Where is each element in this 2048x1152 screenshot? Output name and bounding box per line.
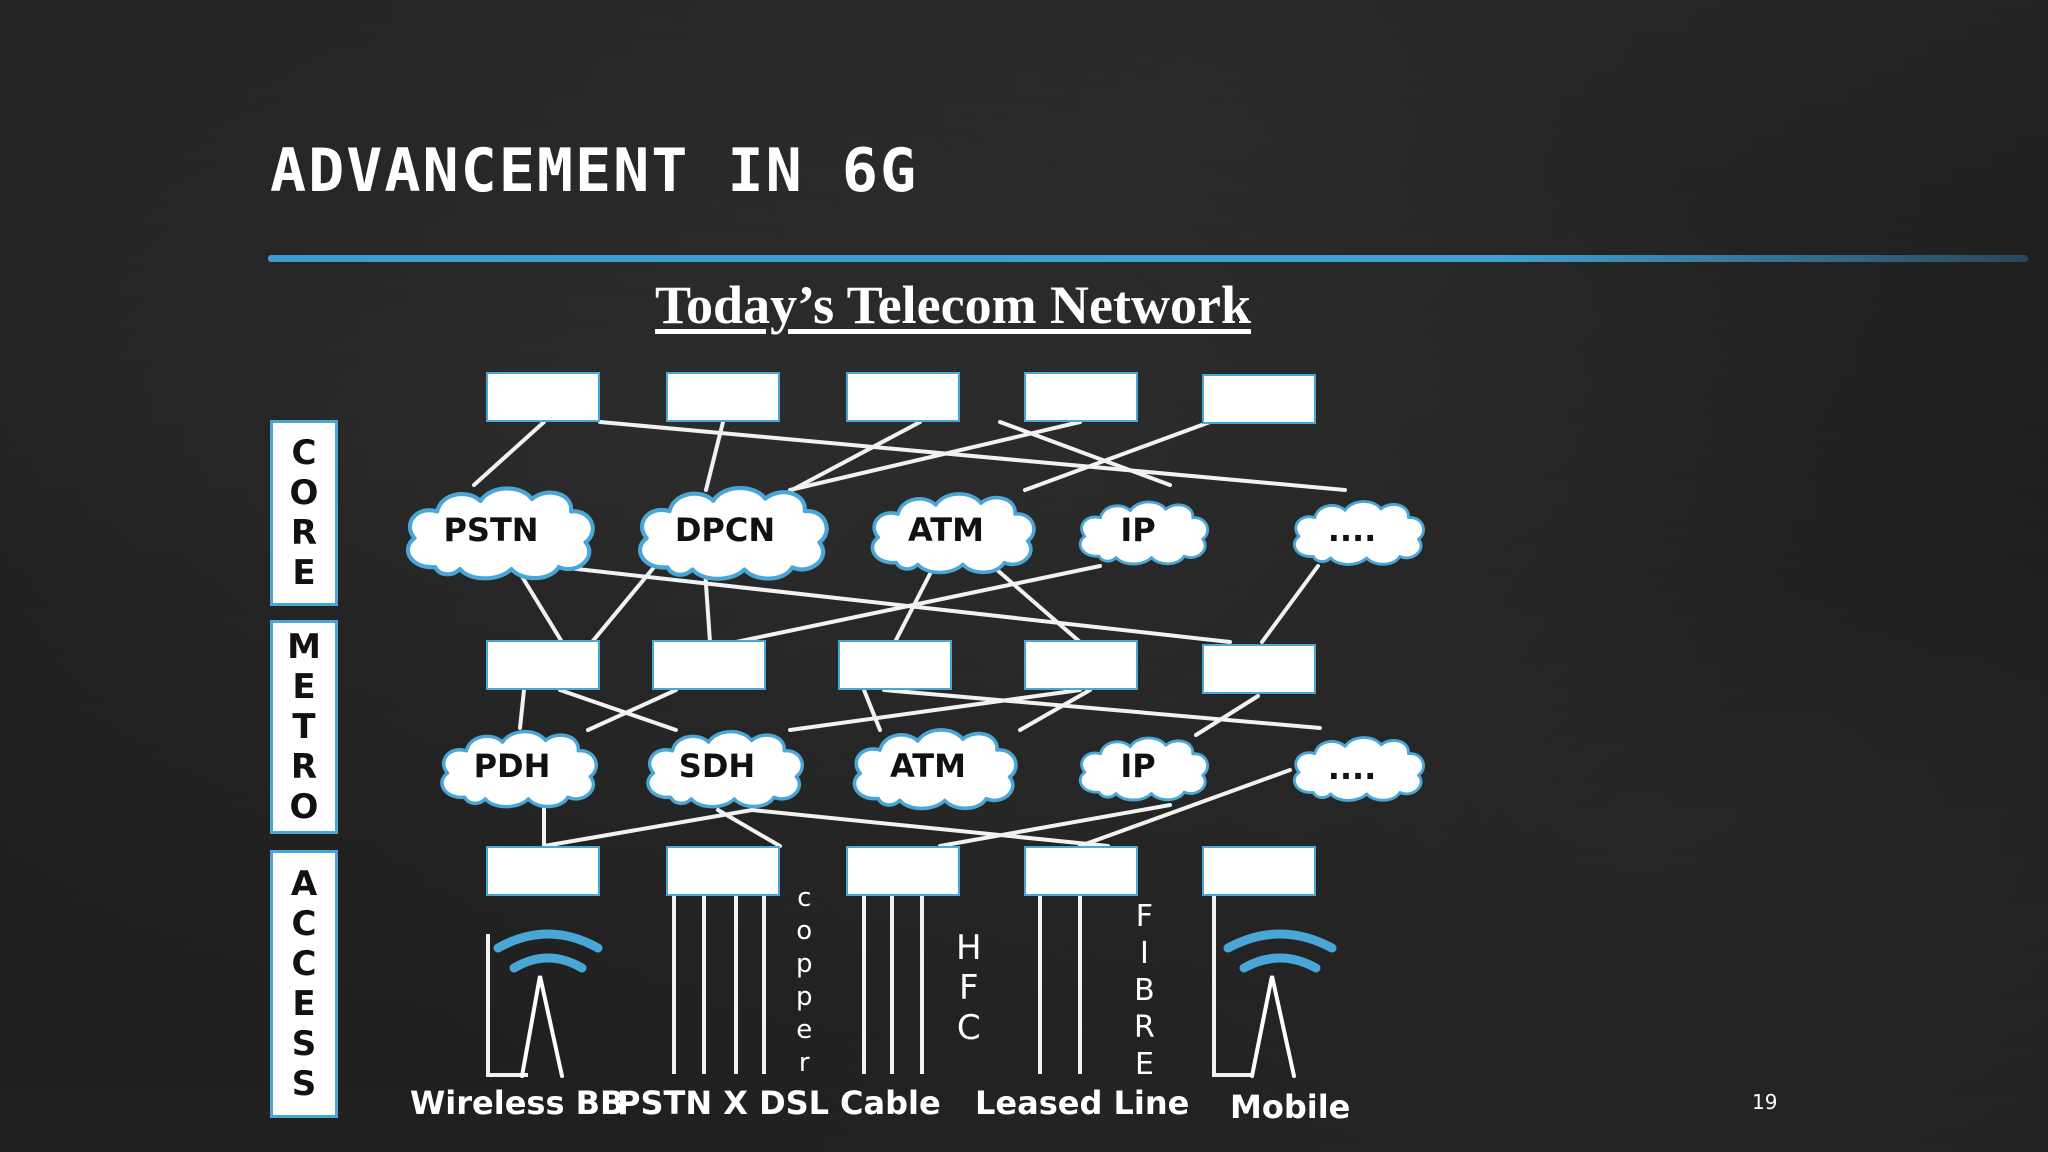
link-letter: F [1135, 899, 1154, 934]
access-label-mobile: Mobile [1230, 1088, 1351, 1126]
layer-letter: C [291, 904, 317, 944]
access-label-leased-line: Leased Line [975, 1084, 1190, 1122]
cloud-label-ip: IP [1120, 511, 1156, 549]
diagram-title: Today’s Telecom Network [655, 275, 1252, 335]
metro-node-box [838, 640, 952, 690]
layer-letter: R [290, 513, 318, 553]
core-node-box [486, 372, 600, 422]
link-letter: p [796, 949, 813, 979]
link-letter: r [798, 1048, 810, 1078]
title-divider [268, 255, 2028, 262]
link-letter: E [1134, 1047, 1154, 1082]
cloud-label-more-metro: .... [1327, 749, 1377, 787]
core-node-box [1024, 372, 1138, 422]
layer-letter: E [292, 667, 316, 707]
access-node-box [1202, 846, 1316, 896]
layer-letter: E [292, 984, 316, 1024]
layer-letter: C [291, 433, 317, 473]
link-letter: H [956, 928, 982, 968]
link-letter: e [796, 1015, 813, 1045]
link-letter: F [959, 968, 979, 1008]
link-letter: o [796, 916, 813, 946]
access-label-cable: Cable [840, 1084, 941, 1122]
layer-letter: S [291, 1064, 317, 1104]
cloud-label-atm-metro: ATM [890, 747, 966, 785]
cloud-label-more: .... [1327, 511, 1377, 549]
access-node-box [846, 846, 960, 896]
access-wires [486, 894, 1254, 1077]
core-node-box [666, 372, 780, 422]
access-label-wireless-bb: Wireless BB [410, 1084, 625, 1122]
metro-node-box [1202, 644, 1316, 694]
cloud-label-dpcn: DPCN [674, 511, 776, 549]
layer-letter: C [291, 944, 317, 984]
link-label-fibre: F I B R E [1134, 898, 1155, 1083]
cloud-label-ip-metro: IP [1120, 747, 1156, 785]
access-node-box [486, 846, 600, 896]
access-node-box [666, 846, 780, 896]
link-letter: c [797, 883, 812, 913]
wireless-antenna-icon [493, 929, 603, 1078]
metro-node-box [652, 640, 766, 690]
slide-number: 19 [1752, 1090, 1778, 1114]
access-label-pstn-xdsl: PSTN X DSL [617, 1084, 830, 1122]
layer-letter: M [287, 627, 321, 667]
slide-title: ADVANCEMENT IN 6G [270, 136, 919, 206]
layer-letter: R [290, 747, 318, 787]
link-letter: p [796, 982, 813, 1012]
link-label-copper: c o p p e r [796, 882, 813, 1080]
layer-label-core: C O R E [270, 420, 338, 606]
link-letter: I [1140, 936, 1149, 971]
layer-letter: S [291, 1024, 317, 1064]
metro-node-box [486, 640, 600, 690]
link-label-hfc: H F C [956, 928, 982, 1048]
link-letter: R [1134, 1010, 1155, 1045]
cloud-label-pstn: PSTN [443, 511, 539, 549]
core-node-box [846, 372, 960, 422]
link-letter: C [956, 1008, 981, 1048]
link-letter: B [1134, 973, 1155, 1008]
cloud-label-pdh: PDH [473, 747, 551, 785]
metro-node-box [1024, 640, 1138, 690]
layer-letter: O [289, 787, 319, 827]
cloud-label-sdh: SDH [678, 747, 756, 785]
layer-label-access: A C C E S S [270, 850, 338, 1118]
connection-lines [472, 420, 1347, 848]
access-node-box [1024, 846, 1138, 896]
layer-letter: O [289, 473, 319, 513]
layer-letter: E [292, 553, 316, 593]
mobile-antenna-icon [1223, 929, 1337, 1078]
layer-letter: T [292, 707, 316, 747]
cloud-label-atm: ATM [908, 511, 984, 549]
layer-label-metro: M E T R O [270, 620, 338, 834]
layer-letter: A [290, 864, 318, 904]
core-node-box [1202, 374, 1316, 424]
